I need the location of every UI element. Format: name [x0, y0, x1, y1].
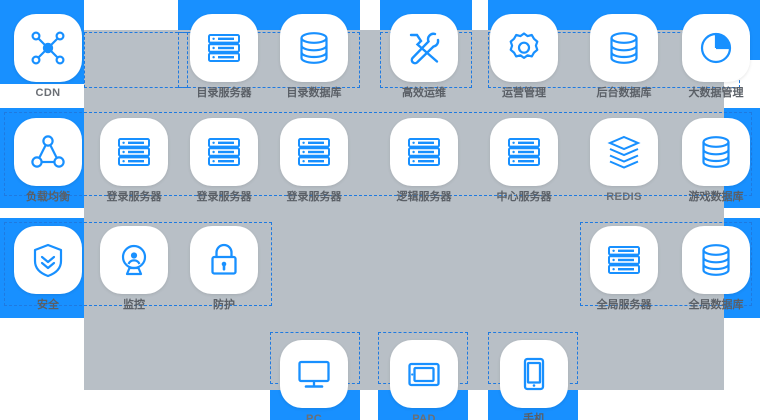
node-server-rack[interactable]: 登录服务器 [100, 118, 168, 204]
shield-security-icon [14, 226, 82, 294]
node-tablet[interactable]: PAD [390, 340, 458, 420]
node-database-cylinder[interactable]: 后台数据库 [590, 14, 658, 100]
node-label: REDIS [606, 191, 642, 203]
node-database-cylinder[interactable]: 全局数据库 [682, 226, 750, 312]
infrastructure-panel [84, 30, 724, 390]
gear-settings-icon [490, 14, 558, 82]
load-balancer-icon [14, 118, 82, 186]
redis-stack-icon [590, 118, 658, 186]
node-server-rack[interactable]: 中心服务器 [490, 118, 558, 204]
cdn-network-icon [14, 14, 82, 82]
node-label: 监控 [123, 299, 145, 311]
node-mobile-phone[interactable]: 手机 [500, 340, 568, 420]
group-directory [178, 32, 360, 88]
database-cylinder-icon [590, 14, 658, 82]
node-server-rack[interactable]: 逻辑服务器 [390, 118, 458, 204]
server-rack-icon [280, 118, 348, 186]
node-redis-stack[interactable]: REDIS [590, 118, 658, 204]
node-lock-protection[interactable]: 防护 [190, 226, 258, 312]
node-tools-wrench[interactable]: 高效运维 [390, 14, 458, 100]
node-label: 登录服务器 [196, 191, 252, 203]
node-label: 手机 [523, 413, 545, 420]
server-rack-icon [390, 118, 458, 186]
tablet-icon [390, 340, 458, 408]
camera-monitor-icon [100, 226, 168, 294]
node-label: PC [305, 413, 323, 420]
server-rack-icon [590, 226, 658, 294]
node-load-balancer[interactable]: 负载均衡 [14, 118, 82, 204]
node-label: 登录服务器 [106, 191, 162, 203]
server-rack-icon [190, 118, 258, 186]
node-camera-monitor[interactable]: 监控 [100, 226, 168, 312]
node-desktop-monitor[interactable]: PC [280, 340, 348, 420]
node-server-rack[interactable]: 登录服务器 [190, 118, 258, 204]
node-label: PAD [412, 413, 436, 420]
desktop-monitor-icon [280, 340, 348, 408]
node-shield-security[interactable]: 安全 [14, 226, 82, 312]
node-label: 运营管理 [502, 87, 546, 99]
server-rack-icon [190, 14, 258, 82]
node-label: 大数据管理 [688, 87, 744, 99]
tools-wrench-icon [390, 14, 458, 82]
node-label: 登录服务器 [286, 191, 342, 203]
node-server-rack[interactable]: 全局服务器 [590, 226, 658, 312]
node-database-cylinder[interactable]: 游戏数据库 [682, 118, 750, 204]
node-label: 安全 [37, 299, 59, 311]
group-global [580, 222, 752, 306]
node-server-rack[interactable]: 目录服务器 [190, 14, 258, 100]
mobile-phone-icon [500, 340, 568, 408]
node-label: 目录数据库 [286, 87, 342, 99]
node-cdn-network[interactable]: CDN [14, 14, 82, 100]
server-rack-icon [490, 118, 558, 186]
node-label: 中心服务器 [496, 191, 552, 203]
node-label: 后台数据库 [596, 87, 652, 99]
node-label: 防护 [213, 299, 235, 311]
node-label: 高效运维 [402, 87, 446, 99]
node-label: 游戏数据库 [688, 191, 744, 203]
group-security [4, 222, 272, 306]
pie-chart-icon [682, 14, 750, 82]
node-label: 逻辑服务器 [396, 191, 452, 203]
group-cdn [84, 32, 188, 88]
node-pie-chart[interactable]: 大数据管理 [682, 14, 750, 100]
server-rack-icon [100, 118, 168, 186]
node-gear-settings[interactable]: 运营管理 [490, 14, 558, 100]
database-cylinder-icon [682, 118, 750, 186]
node-label: 全局数据库 [688, 299, 744, 311]
node-label: CDN [35, 87, 61, 99]
node-label: 全局服务器 [596, 299, 652, 311]
node-database-cylinder[interactable]: 目录数据库 [280, 14, 348, 100]
database-cylinder-icon [682, 226, 750, 294]
node-server-rack[interactable]: 登录服务器 [280, 118, 348, 204]
database-cylinder-icon [280, 14, 348, 82]
group-logic [4, 112, 752, 196]
node-label: 目录服务器 [196, 87, 252, 99]
node-label: 负载均衡 [26, 191, 70, 203]
lock-protection-icon [190, 226, 258, 294]
